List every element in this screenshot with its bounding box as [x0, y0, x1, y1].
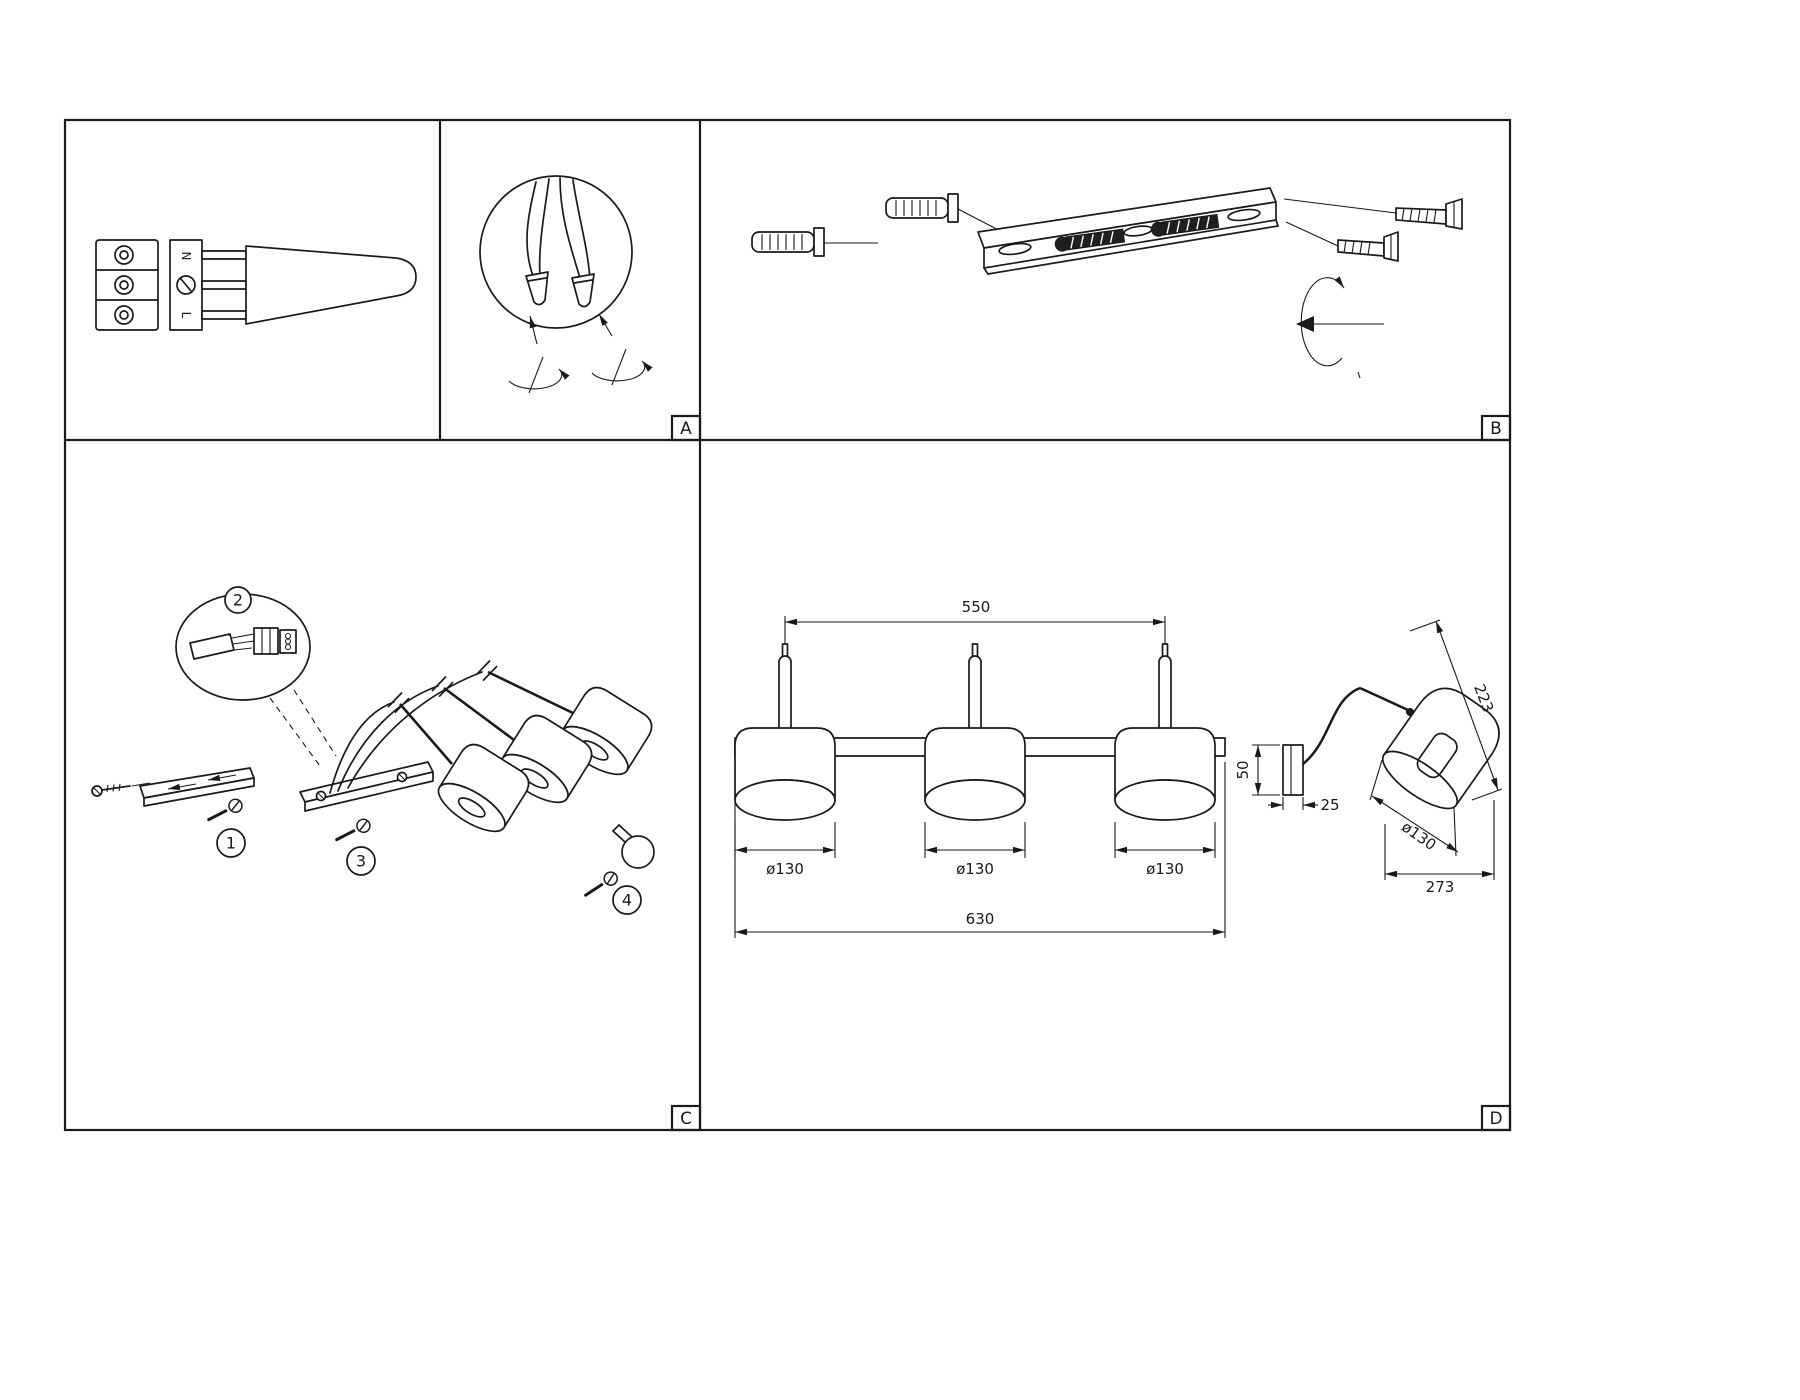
screw-icon	[1285, 221, 1399, 262]
wire	[347, 671, 483, 789]
step-badge-1: 1	[216, 828, 246, 858]
dim-plate-offset: 25	[1320, 796, 1339, 814]
wire-nut-icon	[571, 273, 595, 308]
wire	[329, 701, 395, 794]
dimension-630: 630	[734, 762, 1226, 938]
wire-connector-detail	[479, 175, 653, 394]
arm-fork	[475, 660, 498, 682]
panel-b-corner-label: B	[1480, 414, 1512, 442]
screwdriver-icon	[333, 817, 373, 842]
step-3-number: 3	[356, 852, 366, 871]
lamp-stem	[778, 643, 792, 741]
wall-plate	[1282, 744, 1304, 796]
connector-callout	[175, 593, 337, 767]
spot-shade	[437, 743, 530, 833]
panel-b: B	[751, 187, 1512, 442]
step-badge-2: 2	[224, 586, 252, 614]
panel-c-corner-label: C	[670, 1104, 702, 1132]
step-1-number: 1	[226, 834, 236, 853]
screwdriver-icon	[580, 869, 621, 897]
dim-shade-dia: ø130	[956, 860, 994, 878]
step-badge-3: 3	[346, 846, 376, 876]
bracket-slot	[998, 242, 1032, 256]
panel-a-letter: A	[680, 419, 692, 439]
dimension-shade-diameter: ø130	[1114, 822, 1216, 878]
step-badge-4: 4	[612, 885, 642, 915]
dimension-273: 273	[1384, 800, 1495, 896]
panel-c-letter: C	[680, 1109, 692, 1129]
dim-top-width: 550	[962, 598, 991, 616]
step-2-number: 2	[233, 591, 243, 610]
lamp-assembly	[299, 660, 653, 842]
rotate-direction-icon	[1296, 276, 1384, 379]
inserted-screw	[1150, 213, 1220, 237]
wall-anchor-icon	[751, 227, 878, 257]
dim-depth: 273	[1426, 878, 1455, 896]
lamp-stem	[1158, 643, 1172, 741]
screw-icon	[1283, 198, 1463, 230]
lamp-stem	[968, 643, 982, 741]
lamp-arm	[1302, 686, 1361, 765]
panel-d: 550 ø130 ø130 ø130	[734, 598, 1512, 1132]
up-arrow-icon	[529, 315, 538, 345]
inserted-screw	[1054, 228, 1126, 252]
mini-cable	[189, 633, 235, 660]
terminal-live-label: L	[179, 312, 193, 319]
rotate-clockwise-icon	[508, 356, 570, 394]
mounting-bracket	[977, 187, 1279, 275]
wire-nut-icon	[525, 271, 549, 306]
panel-a-corner-label: A	[670, 414, 702, 442]
wall-anchor-icon	[885, 193, 1011, 237]
dim-shade-dia: ø130	[766, 860, 804, 878]
terminal-block-connector: N L	[95, 239, 417, 331]
lamp-arm	[1359, 686, 1409, 712]
light-bulb-icon	[580, 824, 655, 897]
dimension-25: 25	[1268, 796, 1340, 814]
panel-a: N L	[95, 175, 702, 442]
panel-d-corner-label: D	[1480, 1104, 1512, 1132]
dim-shade-dia: ø130	[1146, 860, 1184, 878]
panel-b-letter: B	[1490, 419, 1502, 439]
dim-total-width: 630	[966, 910, 995, 928]
panel-c: 2 1	[91, 586, 702, 1132]
wire	[337, 685, 439, 792]
dim-side-shade-dia: ø130	[1398, 818, 1439, 854]
cable	[245, 245, 417, 325]
step-1-bracket	[91, 767, 255, 822]
front-shade	[924, 727, 1026, 821]
front-shade	[734, 727, 836, 821]
front-shade	[1114, 727, 1216, 821]
screwdriver-icon	[205, 797, 245, 822]
step-4-number: 4	[622, 891, 632, 910]
dimension-shade-diameter: ø130	[924, 822, 1026, 878]
up-arrow-icon	[598, 313, 613, 337]
bracket-slot	[1227, 208, 1261, 222]
dimension-50: 50	[1234, 744, 1280, 796]
dimension-550: 550	[784, 598, 1166, 644]
side-view: 50 25 223 ø130	[1234, 619, 1503, 896]
panel-d-letter: D	[1489, 1109, 1502, 1129]
dim-plate-height: 50	[1234, 760, 1252, 779]
terminal-neutral-label: N	[179, 252, 193, 261]
rotate-clockwise-icon	[591, 348, 653, 386]
dimension-shade-diameter: ø130	[734, 822, 836, 878]
sheet-frame	[63, 118, 1512, 1132]
front-view: 550 ø130 ø130 ø130	[734, 598, 1226, 938]
spot-shade	[500, 714, 593, 804]
